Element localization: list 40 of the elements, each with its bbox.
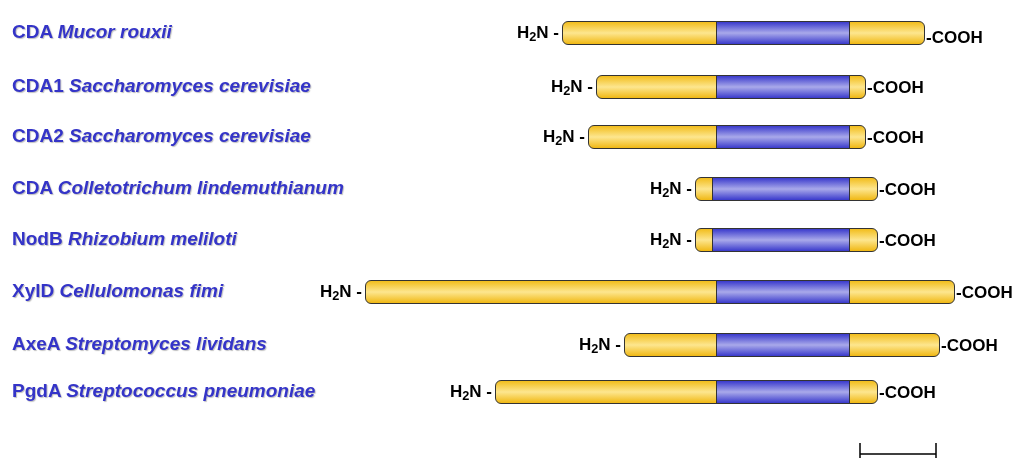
- terminus-label: H$_{2}$N -: [649, 180, 692, 197]
- domain-segment: [712, 178, 850, 200]
- terminus-label: -COOH: [867, 129, 924, 146]
- terminus-label: -COOH: [879, 181, 936, 198]
- protein-bar: [695, 228, 878, 252]
- protein-bar: [588, 125, 866, 149]
- protein-bar: [365, 280, 955, 304]
- terminus-label: H$_{2}$N -: [542, 128, 585, 145]
- terminus-label: H$_{2}$N -: [578, 336, 621, 353]
- terminus-label: -COOH: [879, 384, 936, 401]
- protein-name: PgdA Streptococcus pneumoniae: [12, 381, 316, 400]
- domain-segment: [712, 229, 850, 251]
- terminus-label: H$_{2}$N -: [319, 283, 362, 300]
- terminus-label: H$_{2}$N -: [516, 24, 559, 41]
- terminus-label: H$_{2}$N -: [449, 383, 492, 400]
- terminus-label: -COOH: [956, 284, 1013, 301]
- domain-segment: [716, 76, 850, 98]
- domain-segment: [716, 281, 850, 303]
- terminus-label: -COOH: [941, 337, 998, 354]
- protein-name: XylD Cellulomonas fimi: [12, 281, 224, 300]
- terminus-label: H$_{2}$N -: [649, 231, 692, 248]
- domain-segment: [716, 126, 850, 148]
- protein-name: CDA1 Saccharomyces cerevisiae: [12, 76, 311, 95]
- protein-name: CDA Colletotrichum lindemuthianum: [12, 178, 344, 197]
- protein-name: NodB Rhizobium meliloti: [12, 229, 237, 248]
- domain-segment: [716, 334, 850, 356]
- protein-bar: [695, 177, 878, 201]
- terminus-label: -COOH: [867, 79, 924, 96]
- protein-name: AxeA Streptomyces lividans: [12, 334, 267, 353]
- terminus-label: -COOH: [926, 29, 983, 46]
- protein-bar: [495, 380, 878, 404]
- protein-name: CDA Mucor rouxii: [12, 22, 172, 41]
- terminus-label: -COOH: [879, 232, 936, 249]
- protein-bar: [596, 75, 866, 99]
- terminus-label: H$_{2}$N -: [550, 78, 593, 95]
- protein-bar: [562, 21, 925, 45]
- protein-bar: [624, 333, 940, 357]
- protein-name: CDA2 Saccharomyces cerevisiae: [12, 126, 311, 145]
- domain-segment: [716, 381, 850, 403]
- domain-segment: [716, 22, 850, 44]
